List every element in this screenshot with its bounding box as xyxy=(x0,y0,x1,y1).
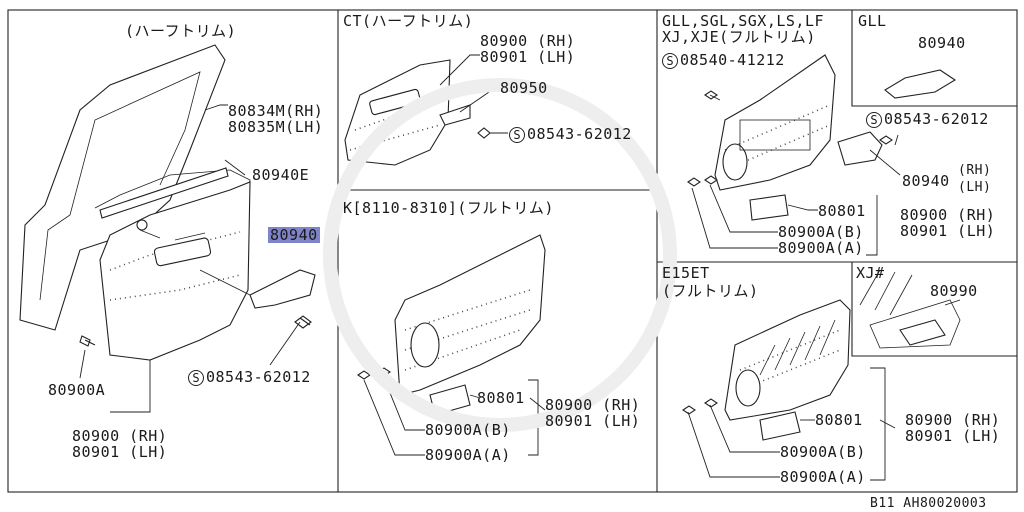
label-80900-rh-main: 80900 (RH) xyxy=(72,427,168,445)
label-e15et-header: E15ET xyxy=(662,264,710,282)
label-gll-inset-header: GLL xyxy=(858,12,887,30)
label-80900ab-e15et: 80900A(B) xyxy=(780,443,866,461)
label-80940-highlighted[interactable]: 80940 xyxy=(268,226,320,244)
label-gll-header-2: XJ,XJE(フルトリム) xyxy=(662,28,816,46)
label-80834m: 80834M(RH) xyxy=(228,102,324,120)
e15et-drawing xyxy=(682,299,896,481)
label-80900-rh-ct: 80900 (RH) xyxy=(480,32,576,50)
label-e15et-sub: (フルトリム) xyxy=(662,282,759,300)
panel-borders xyxy=(7,9,1018,493)
label-08543-ct: 08543-62012 xyxy=(527,125,632,143)
watermark-logo xyxy=(323,78,677,432)
s-mark-icon: S xyxy=(188,370,204,386)
label-80801-e15et: 80801 xyxy=(815,411,863,429)
s-mark-icon: S xyxy=(866,112,882,128)
main-door-drawing xyxy=(19,44,316,361)
label-80900ab-k: 80900A(B) xyxy=(425,421,511,439)
label-80835m: 80835M(LH) xyxy=(228,118,324,136)
label-80901-lh-k: 80901 (LH) xyxy=(545,412,641,430)
label-80900-rh-e15et: 80900 (RH) xyxy=(905,411,1001,429)
label-80901-lh-main: 80901 (LH) xyxy=(72,443,168,461)
label-k-header: K[8110-8310](フルトリム) xyxy=(343,199,554,217)
label-80801-gll: 80801 xyxy=(818,202,866,220)
label-08543-gll: 08543-62012 xyxy=(884,110,989,128)
label-80900aa-e15et: 80900A(A) xyxy=(780,468,866,486)
label-80901-lh-e15et: 80901 (LH) xyxy=(905,427,1001,445)
label-80940e: 80940E xyxy=(252,166,310,184)
label-rh-gll: (RH) xyxy=(958,163,992,178)
label-80901-lh-ct: 80901 (LH) xyxy=(480,48,576,66)
label-80900a-main: 80900A xyxy=(48,381,106,399)
label-80900-rh-k: 80900 (RH) xyxy=(545,396,641,414)
label-08543-main: 08543-62012 xyxy=(206,368,311,386)
label-80900aa-gll: 80900A(A) xyxy=(778,239,864,257)
main-door-leaders xyxy=(79,104,301,413)
label-ct-header: CT(ハーフトリム) xyxy=(343,12,474,30)
s-mark-icon: S xyxy=(662,53,678,69)
label-lh-gll: (LH) xyxy=(958,180,992,195)
s-mark-icon: S xyxy=(509,127,525,143)
label-80801-k: 80801 xyxy=(477,389,525,407)
label-80900aa-k: 80900A(A) xyxy=(425,446,511,464)
xj-drawing xyxy=(859,269,961,349)
label-80990: 80990 xyxy=(930,282,978,300)
label-80940-inset: 80940 xyxy=(918,34,966,52)
label-80950: 80950 xyxy=(500,79,548,97)
gll-drawing xyxy=(687,54,957,256)
label-80940-gll: 80940 xyxy=(902,172,950,190)
label-xj-header: XJ# xyxy=(856,264,885,282)
label-80900ab-gll: 80900A(B) xyxy=(778,223,864,241)
label-80901-lh-gll: 80901 (LH) xyxy=(900,222,996,240)
label-08540: 08540-41212 xyxy=(680,51,785,69)
label-80900-rh-gll: 80900 (RH) xyxy=(900,206,996,224)
label-main-header: (ハーフトリム) xyxy=(125,22,237,40)
footer-page-code: B11 AH80020003 xyxy=(870,496,987,511)
label-gll-header-1: GLL,SGL,SGX,LS,LF xyxy=(662,12,825,30)
